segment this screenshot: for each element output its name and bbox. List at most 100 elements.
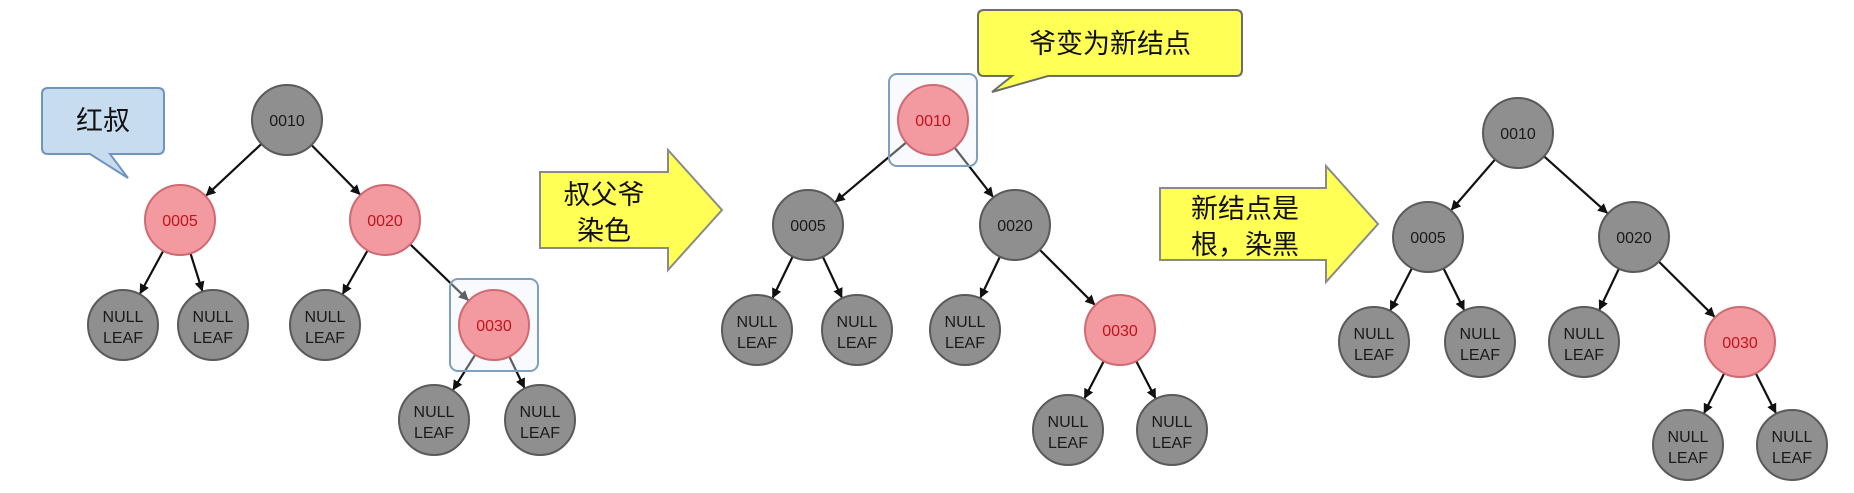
step-arrow-root-black-line1: 新结点是 bbox=[1191, 194, 1299, 225]
step-arrow-root-black-line2: 根，染黑 bbox=[1191, 230, 1299, 261]
node-0030: 0030 bbox=[1704, 306, 1776, 378]
edge-child-leaf bbox=[508, 356, 526, 389]
null-leaf-node: NULL LEAF bbox=[1756, 409, 1828, 481]
edge-root-right bbox=[1543, 155, 1608, 214]
step-arrow-recolor-line1: 叔父爷 bbox=[564, 180, 645, 211]
leaf-circle bbox=[177, 289, 249, 361]
node-0020: 0020 bbox=[1598, 201, 1670, 273]
edge-root-left bbox=[205, 143, 263, 197]
edge-child-leaf bbox=[1135, 360, 1157, 399]
node-circle bbox=[349, 184, 421, 256]
node-0020: 0020 bbox=[349, 184, 421, 256]
edge-right-child bbox=[1038, 248, 1096, 306]
node-key: 0030 bbox=[1102, 323, 1138, 340]
callout-red-uncle: 红叔 bbox=[41, 87, 165, 179]
leaf-circle bbox=[1444, 306, 1516, 378]
node-circle bbox=[1598, 201, 1670, 273]
edge-root-right bbox=[953, 146, 994, 198]
node-key: 0010 bbox=[269, 113, 305, 130]
leaf-label-line1: NULL bbox=[1460, 326, 1501, 343]
leaf-label-line2: LEAF bbox=[737, 335, 777, 352]
node-0020: 0020 bbox=[979, 189, 1051, 261]
node-circle bbox=[897, 84, 969, 156]
edge-child-leaf bbox=[1703, 372, 1726, 414]
edge-left-leaf bbox=[821, 256, 843, 299]
edge-left-leaf bbox=[1389, 267, 1413, 311]
leaf-label-line2: LEAF bbox=[103, 330, 143, 347]
edge-child-leaf bbox=[1083, 360, 1105, 399]
leaf-circle bbox=[821, 294, 893, 366]
leaf-label-line2: LEAF bbox=[1152, 435, 1192, 452]
node-circle bbox=[1084, 294, 1156, 366]
leaf-circle bbox=[1756, 409, 1828, 481]
edge-left-leaf bbox=[1442, 267, 1466, 311]
leaf-label-line1: NULL bbox=[1354, 326, 1395, 343]
node-0010: 0010 bbox=[251, 84, 323, 156]
edge-child-leaf bbox=[1754, 372, 1777, 414]
node-key: 0010 bbox=[915, 113, 951, 130]
leaf-circle bbox=[504, 384, 576, 456]
edge-right-child bbox=[1658, 260, 1716, 318]
leaf-label-line1: NULL bbox=[1152, 414, 1193, 431]
leaf-label-line1: NULL bbox=[1668, 429, 1709, 446]
node-circle bbox=[144, 184, 216, 256]
node-key: 0020 bbox=[997, 218, 1033, 235]
step-arrow-recolor: 叔父爷 染色 bbox=[539, 147, 724, 273]
node-circle bbox=[251, 84, 323, 156]
leaf-label-line1: NULL bbox=[305, 309, 346, 326]
null-leaf-node: NULL LEAF bbox=[87, 289, 159, 361]
node-0005: 0005 bbox=[772, 189, 844, 261]
leaf-label-line2: LEAF bbox=[1772, 450, 1812, 467]
node-key: 0030 bbox=[1722, 335, 1758, 352]
leaf-label-line2: LEAF bbox=[193, 330, 233, 347]
leaf-label-line1: NULL bbox=[520, 404, 561, 421]
leaf-label-line2: LEAF bbox=[1354, 347, 1394, 364]
edge-root-right bbox=[310, 144, 361, 196]
leaf-label-line1: NULL bbox=[193, 309, 234, 326]
leaf-label-line2: LEAF bbox=[837, 335, 877, 352]
leaf-label-line1: NULL bbox=[1772, 429, 1813, 446]
leaf-circle bbox=[721, 294, 793, 366]
leaf-label-line1: NULL bbox=[414, 404, 455, 421]
leaf-circle bbox=[1548, 306, 1620, 378]
node-key: 0005 bbox=[1410, 230, 1446, 247]
edge-left-leaf bbox=[771, 256, 794, 299]
edge-right-child bbox=[409, 243, 469, 301]
node-key: 0020 bbox=[1616, 230, 1652, 247]
null-leaf-node: NULL LEAF bbox=[289, 289, 361, 361]
edge-right-leaf bbox=[341, 249, 369, 295]
null-leaf-node: NULL LEAF bbox=[177, 289, 249, 361]
leaf-label-line1: NULL bbox=[103, 309, 144, 326]
null-leaf-node: NULL LEAF bbox=[1338, 306, 1410, 378]
leaf-circle bbox=[1338, 306, 1410, 378]
leaf-label-line2: LEAF bbox=[414, 425, 454, 442]
node-0005: 0005 bbox=[144, 184, 216, 256]
node-circle bbox=[772, 189, 844, 261]
edge-right-leaf bbox=[1598, 268, 1620, 311]
leaf-label-line2: LEAF bbox=[945, 335, 985, 352]
leaf-label-line2: LEAF bbox=[520, 425, 560, 442]
node-circle bbox=[1392, 201, 1464, 273]
node-key: 0010 bbox=[1500, 126, 1536, 143]
leaf-label-line2: LEAF bbox=[1048, 435, 1088, 452]
leaf-circle bbox=[1136, 394, 1208, 466]
node-key: 0005 bbox=[162, 213, 198, 230]
leaf-circle bbox=[1652, 409, 1724, 481]
callout-grandparent-new-node-text: 爷变为新结点 bbox=[1029, 29, 1191, 60]
edge-root-left bbox=[834, 141, 907, 203]
node-0005: 0005 bbox=[1392, 201, 1464, 273]
step-arrow-root-black: 新结点是 根，染黑 bbox=[1159, 163, 1380, 285]
null-leaf-node: NULL LEAF bbox=[398, 384, 470, 456]
leaf-circle bbox=[398, 384, 470, 456]
callout-grandparent-new-node: 爷变为新结点 bbox=[977, 9, 1243, 93]
node-key: 0005 bbox=[790, 218, 826, 235]
leaf-label-line2: LEAF bbox=[305, 330, 345, 347]
